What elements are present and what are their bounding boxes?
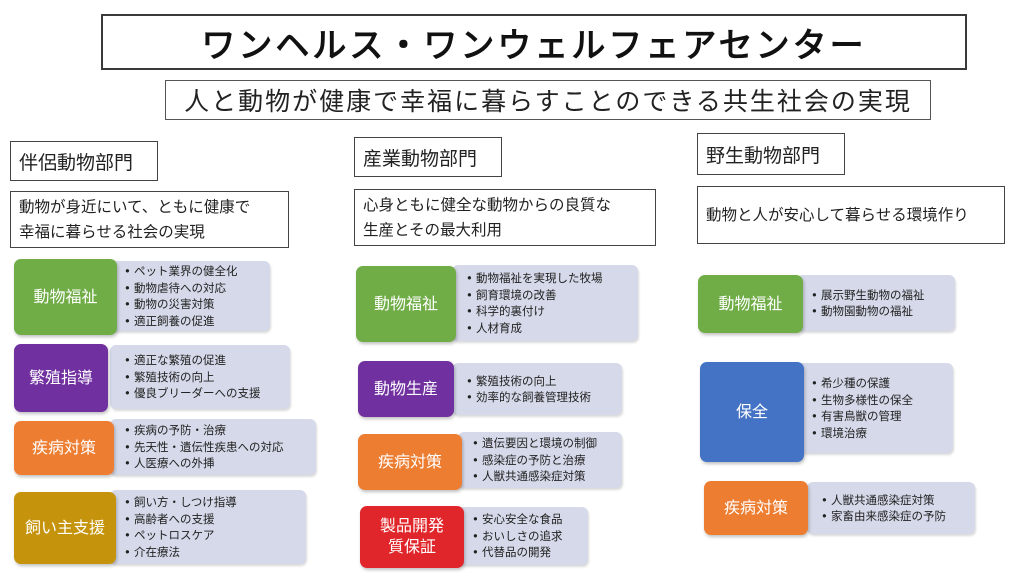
detail-item: 感染症の予防と治療	[472, 452, 597, 469]
companion-breeding-tag: 繁殖指導	[14, 344, 108, 412]
detail-item: 飼い方・しつけ指導	[124, 494, 237, 511]
companion-owner-support-tag: 飼い主支援	[14, 492, 116, 564]
detail-item: 希少種の保護	[811, 375, 913, 392]
industrial-production-details: 繁殖技術の向上 効率的な飼養管理技術	[452, 363, 622, 415]
detail-item: ペットロスケア	[124, 527, 237, 544]
department-industrial-goal: 心身ともに健全な動物からの良質な 生産とその最大利用	[354, 189, 656, 246]
companion-disease-tag: 疾病対策	[14, 421, 114, 475]
goal-line: 幸福に暮らせる社会の実現	[19, 222, 205, 241]
detail-item: 人獣共通感染症対策	[472, 468, 597, 485]
goal-line: 心身ともに健全な動物からの良質な	[363, 195, 612, 214]
industrial-production-tag: 動物生産	[358, 361, 454, 417]
detail-item: 動物虐待への対応	[124, 280, 238, 297]
detail-item: 安心安全な食品	[472, 511, 563, 528]
tag-line: 製品開発	[379, 516, 444, 536]
industrial-disease-tag: 疾病対策	[358, 434, 462, 490]
wildlife-welfare-details: 展示野生動物の福祉 動物園動物の福祉	[797, 275, 955, 331]
detail-item: 展示野生動物の福祉	[811, 287, 925, 304]
companion-welfare-details: ペット業界の健全化 動物虐待への対応 動物の災害対策 適正飼養の促進	[110, 261, 270, 331]
department-industrial-title: 産業動物部門	[354, 137, 502, 177]
companion-welfare-tag: 動物福祉	[14, 259, 117, 335]
detail-item: 繁殖技術の向上	[466, 373, 591, 390]
department-companion-goal: 動物が身近にいて、ともに健康で 幸福に暮らせる社会の実現	[10, 191, 289, 248]
detail-item: 疾病の予防・治療	[124, 422, 284, 439]
detail-item: 代替品の開発	[472, 544, 563, 561]
detail-item: 遺伝要因と環境の制御	[472, 435, 597, 452]
detail-item: 人獣共通感染症対策	[821, 492, 946, 509]
department-wildlife-title: 野生動物部門	[697, 133, 845, 175]
detail-item: 介在療法	[124, 544, 237, 561]
industrial-product-details: 安心安全な食品 おいしさの追求 代替品の開発	[458, 507, 588, 565]
industrial-welfare-tag: 動物福祉	[356, 266, 456, 342]
detail-item: 先天性・遺伝性疾患への対応	[124, 439, 284, 456]
wildlife-disease-details: 人獣共通感染症対策 家畜由来感染症の予防	[807, 482, 975, 534]
detail-item: 動物の災害対策	[124, 296, 238, 313]
wildlife-conservation-details: 希少種の保護 生物多様性の保全 有害鳥獣の管理 環境治療	[797, 363, 953, 453]
detail-item: 高齢者への支援	[124, 511, 237, 528]
detail-item: 有害鳥獣の管理	[811, 408, 913, 425]
industrial-disease-details: 遺伝要因と環境の制御 感染症の予防と治療 人獣共通感染症対策	[458, 432, 622, 488]
page-title: ワンヘルス・ワンウェルフェアセンター	[101, 14, 967, 70]
detail-item: 優良ブリーダーへの支援	[124, 385, 261, 402]
detail-item: 繁殖技術の向上	[124, 369, 261, 386]
detail-item: 飼育環境の改善	[466, 287, 603, 304]
detail-item: 人材育成	[466, 320, 603, 337]
detail-item: 生物多様性の保全	[811, 392, 913, 409]
industrial-welfare-details: 動物福祉を実現した牧場 飼育環境の改善 科学的裏付け 人材育成	[452, 265, 638, 341]
detail-item: 科学的裏付け	[466, 303, 603, 320]
detail-item: 効率的な飼養管理技術	[466, 389, 591, 406]
tag-line: 質保証	[387, 537, 436, 556]
detail-item: おいしさの追求	[472, 528, 563, 545]
goal-line: 動物と人が安心して暮らせる環境作り	[706, 205, 969, 224]
wildlife-welfare-tag: 動物福祉	[698, 275, 803, 333]
department-companion-title: 伴侶動物部門	[10, 141, 158, 181]
industrial-product-tag: 製品開発 質保証	[360, 506, 464, 568]
page-subtitle: 人と動物が健康で幸福に暮らすことのできる共生社会の実現	[165, 80, 931, 120]
detail-item: 動物園動物の福祉	[811, 303, 925, 320]
companion-breeding-details: 適正な繁殖の促進 繁殖技術の向上 優良ブリーダーへの支援	[110, 345, 290, 409]
detail-item: 環境治療	[811, 425, 913, 442]
companion-owner-support-details: 飼い方・しつけ指導 高齢者への支援 ペットロスケア 介在療法	[110, 490, 306, 564]
wildlife-disease-tag: 疾病対策	[704, 481, 808, 535]
wildlife-conservation-tag: 保全	[700, 362, 804, 462]
detail-item: ペット業界の健全化	[124, 263, 238, 280]
detail-item: 適正な繁殖の促進	[124, 352, 261, 369]
goal-line: 生産とその最大利用	[363, 220, 503, 239]
detail-item: 人医療への外挿	[124, 455, 284, 472]
detail-item: 家畜由来感染症の予防	[821, 508, 946, 525]
detail-item: 適正飼養の促進	[124, 313, 238, 330]
detail-item: 動物福祉を実現した牧場	[466, 270, 603, 287]
companion-disease-details: 疾病の予防・治療 先天性・遺伝性疾患への対応 人医療への外挿	[110, 419, 316, 475]
goal-line: 動物が身近にいて、ともに健康で	[19, 197, 251, 216]
department-wildlife-goal: 動物と人が安心して暮らせる環境作り	[697, 186, 1005, 244]
